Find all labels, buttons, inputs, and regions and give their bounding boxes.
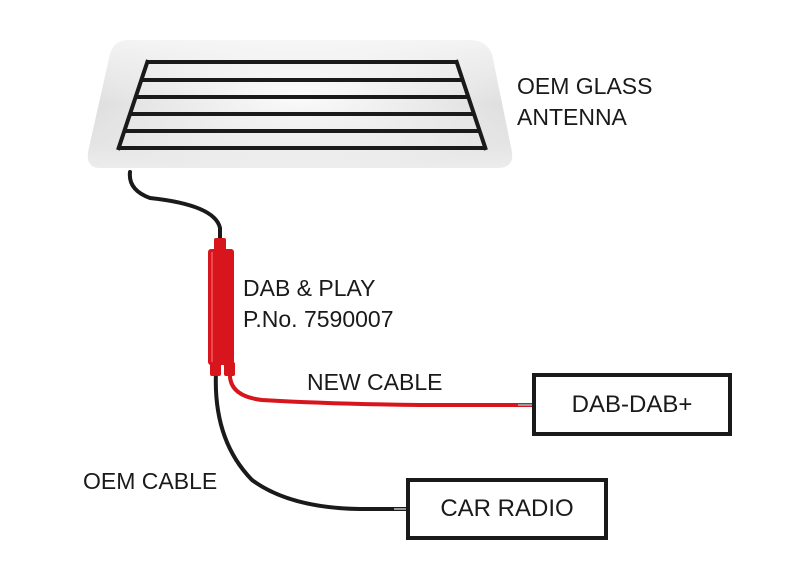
antenna-label-line1: OEM GLASS: [517, 73, 653, 99]
new-cable-label: NEW CABLE: [307, 369, 443, 395]
dab-splitter: [208, 238, 235, 376]
splitter-label-line2: P.No. 7590007: [243, 306, 394, 332]
oem-cable: [213, 370, 408, 511]
splitter-right-cap: [224, 362, 235, 376]
oem-cable-label: OEM CABLE: [83, 468, 218, 494]
antenna-grid: [116, 59, 488, 151]
splitter-label-line1: DAB & PLAY: [243, 275, 376, 301]
antenna-frame-right: [454, 59, 488, 151]
new-cable: [227, 370, 534, 407]
splitter-left-cap: [210, 362, 221, 376]
car-radio-box: CAR RADIO: [406, 478, 608, 540]
antenna-lead-cable: [127, 170, 222, 246]
splitter-body: [208, 249, 234, 365]
antenna-label-line2: ANTENNA: [517, 104, 627, 130]
antenna-frame-left: [116, 59, 150, 151]
glass-shine: [87, 40, 513, 168]
splitter-label: DAB & PLAY P.No. 7590007: [243, 273, 394, 335]
dab-receiver-box: DAB-DAB+: [532, 373, 732, 436]
dab-receiver-label: DAB-DAB+: [571, 390, 693, 418]
antenna-label: OEM GLASS ANTENNA: [517, 71, 652, 133]
glass-antenna: [87, 40, 513, 168]
splitter-top-cap: [214, 238, 226, 252]
car-radio-label: CAR RADIO: [440, 495, 574, 522]
